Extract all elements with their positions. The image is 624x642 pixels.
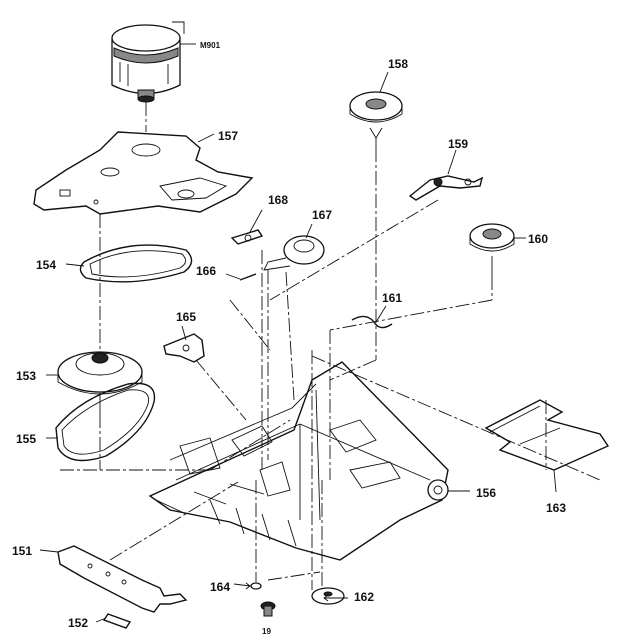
label-167: 167 xyxy=(312,208,332,222)
label-157: 157 xyxy=(218,129,238,143)
reel-table-158 xyxy=(349,91,403,148)
label-161: 161 xyxy=(382,291,402,305)
label-163: 163 xyxy=(546,501,566,515)
screw-19 xyxy=(260,601,276,617)
label-151: 151 xyxy=(12,544,32,558)
label-160: 160 xyxy=(528,232,548,246)
label-155: 155 xyxy=(16,432,36,446)
screw-152 xyxy=(102,613,132,629)
pulley-153 xyxy=(57,351,143,414)
label-166: 166 xyxy=(196,264,216,278)
disc-162 xyxy=(311,587,345,605)
label-168: 168 xyxy=(268,193,288,207)
label-153: 153 xyxy=(16,369,36,383)
label-156: 156 xyxy=(476,486,496,500)
label-159: 159 xyxy=(448,137,468,151)
chassis-156 xyxy=(148,361,449,561)
label-154: 154 xyxy=(36,258,56,272)
lever-165 xyxy=(163,333,205,363)
washer-164 xyxy=(250,582,262,590)
bracket-151 xyxy=(57,545,188,613)
label-162: 162 xyxy=(354,590,374,604)
label-158: 158 xyxy=(388,57,408,71)
label-152: 152 xyxy=(68,616,88,630)
label-19: 19 xyxy=(262,627,271,636)
belt-154 xyxy=(79,244,193,283)
label-m901: M901 xyxy=(200,41,221,50)
label-164: 164 xyxy=(210,580,230,594)
plate-163 xyxy=(484,399,610,471)
reel-table-160 xyxy=(469,223,515,276)
assembly-lines xyxy=(60,102,601,590)
belt-155 xyxy=(55,382,156,462)
leader-157 xyxy=(197,133,215,143)
gear-167 xyxy=(263,235,325,271)
arm-159 xyxy=(408,175,484,201)
part-168 xyxy=(230,229,264,245)
label-arrows xyxy=(95,71,389,623)
screw-166 xyxy=(239,273,257,281)
label-165: 165 xyxy=(176,310,196,324)
bracket-plate-157 xyxy=(33,131,254,215)
motor-m901 xyxy=(111,21,185,103)
